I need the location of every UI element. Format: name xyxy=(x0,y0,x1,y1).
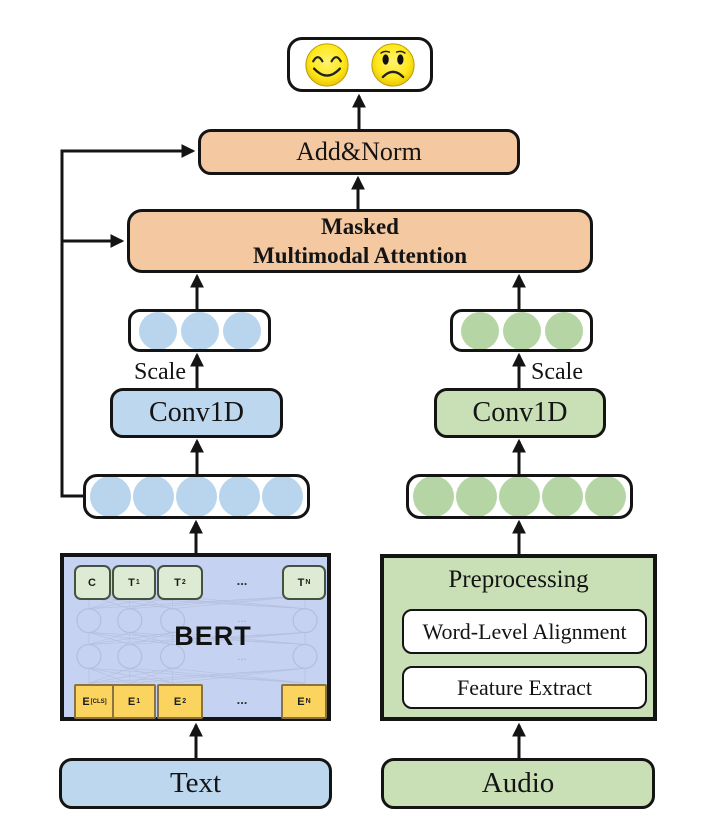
bert-network-ellipsis: ... xyxy=(237,651,247,663)
audio-embedding-circle xyxy=(585,477,626,516)
bert-top-ellipsis: ... xyxy=(236,573,248,588)
text-embedding-circle xyxy=(219,477,260,516)
bert-output-token-c: C xyxy=(74,565,111,600)
text-feature-circle xyxy=(138,312,177,349)
audio-embedding-circle xyxy=(499,477,540,516)
bert-label: BERT xyxy=(174,621,252,651)
masked-attention-label: Masked Multimodal Attention xyxy=(252,214,468,268)
word-level-alignment-step: Word-Level Alignment xyxy=(402,609,647,654)
text-feature-circle xyxy=(180,312,219,349)
text-input-block: Text xyxy=(59,758,332,809)
text-feature-circle xyxy=(222,312,261,349)
add-norm-block: Add&Norm xyxy=(198,129,520,175)
masked-multimodal-attention-block: Masked Multimodal Attention xyxy=(127,209,593,273)
feature-extract-step: Feature Extract xyxy=(402,666,647,709)
bert-bottom-ellipsis: ... xyxy=(236,692,248,707)
text-embeddings-row xyxy=(83,474,310,519)
audio-feature-circle xyxy=(502,312,541,349)
preprocessing-title: Preprocessing xyxy=(448,566,589,593)
conv1d-audio-block: Conv1D xyxy=(434,388,606,438)
text-embedding-circle xyxy=(133,477,174,516)
audio-input-block: Audio xyxy=(381,758,655,809)
scale-label-text-branch: Scale xyxy=(134,359,186,385)
audio-embedding-circle xyxy=(413,477,454,516)
audio-embedding-circle xyxy=(542,477,583,516)
text-embedding-circle xyxy=(90,477,131,516)
audio-embeddings-row xyxy=(406,474,633,519)
preprocessing-block: Preprocessing Word-Level Alignment Featu… xyxy=(380,554,657,721)
audio-embedding-circle xyxy=(456,477,497,516)
audio-scaled-features-row xyxy=(450,309,593,352)
frowning-face-icon xyxy=(371,42,415,87)
conv1d-text-block: Conv1D xyxy=(110,388,283,438)
text-embedding-circle xyxy=(176,477,217,516)
sentiment-output-box xyxy=(287,37,433,92)
bert-network-ellipsis: ... xyxy=(237,613,247,625)
smiling-face-icon xyxy=(305,42,349,87)
audio-feature-circle xyxy=(544,312,583,349)
add-norm-label: Add&Norm xyxy=(296,137,422,166)
scale-label-audio-branch: Scale xyxy=(531,359,583,385)
bert-input-token-ecls: E[CLS] xyxy=(74,684,115,719)
text-scaled-features-row xyxy=(128,309,271,352)
audio-feature-circle xyxy=(460,312,499,349)
text-embedding-circle xyxy=(262,477,303,516)
